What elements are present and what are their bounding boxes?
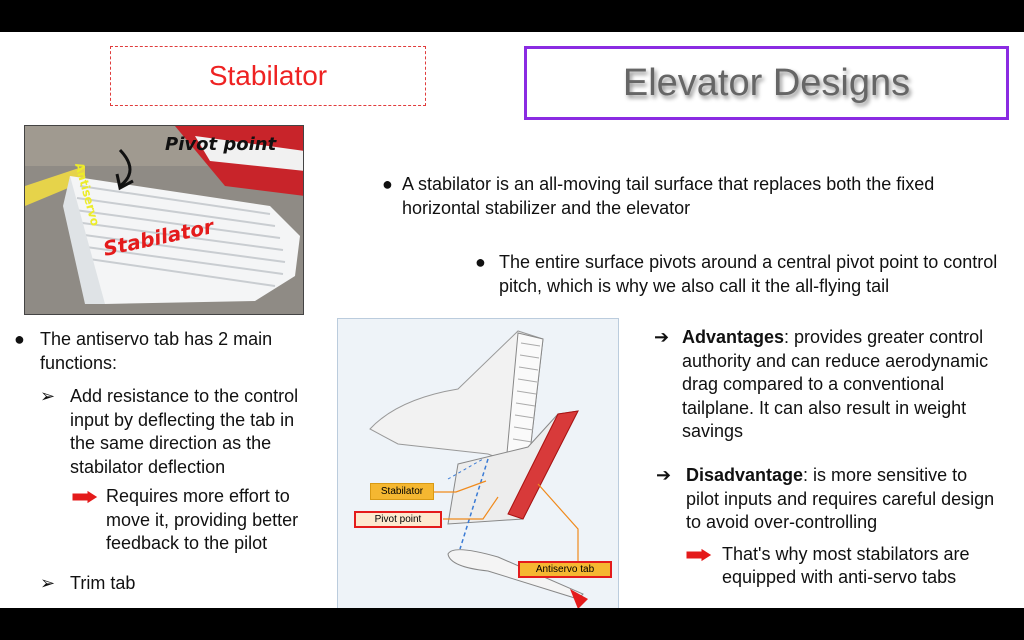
stabilator-photo: Pivot point Antiservo Stabilator <box>24 125 304 315</box>
antiservo-heading: The antiservo tab has 2 main functions: <box>40 329 273 373</box>
bullet-dot-icon: ● <box>382 174 393 194</box>
arrow-right-icon: ➔ <box>654 327 670 347</box>
slide-title: Elevator Designs <box>524 46 1009 120</box>
stabilator-diagram: Stabilator Pivot point Antiservo tab <box>337 318 619 608</box>
stabilator-diagram-art <box>369 330 588 608</box>
arrow-right-icon: ➔ <box>656 465 672 485</box>
diagram-label-pivot: Pivot point <box>354 511 442 528</box>
advantages-text: Advantages: provides greater control aut… <box>682 326 994 444</box>
arrowhead-bullet-icon: ➢ <box>40 572 56 593</box>
intro-bullet-1: ● A stabilator is an all-moving tail sur… <box>382 173 982 220</box>
disadvantage-text: Disadvantage: is more sensitive to pilot… <box>686 464 1004 535</box>
title-text: Elevator Designs <box>622 61 911 104</box>
advantages-title: Advantages <box>682 327 785 347</box>
advantages-block: ➔ Advantages: provides greater control a… <box>654 326 994 444</box>
advantages-body: : provides greater control authority and… <box>682 327 989 441</box>
red-arrow-icon <box>686 543 722 590</box>
antiservo-item-2: Trim tab <box>70 572 136 593</box>
disadvantage-title: Disadvantage <box>686 465 804 485</box>
intro-text-1: A stabilator is an all-moving tail surfa… <box>402 174 935 218</box>
disadvantage-block: ➔ Disadvantage: is more sensitive to pil… <box>654 464 1004 590</box>
intro-bullet-2: ● The entire surface pivots around a cen… <box>475 251 1005 298</box>
diagram-label-stabilator: Stabilator <box>370 483 434 500</box>
subtitle-text: Stabilator <box>208 60 328 91</box>
photo-pivot-label: Pivot point <box>165 134 278 155</box>
arrowhead-bullet-icon: ➢ <box>40 386 56 406</box>
disadvantage-note: That's why most stabilators are equipped… <box>722 543 970 588</box>
antiservo-item-1: Add resistance to the control input by d… <box>70 386 299 477</box>
antiservo-item-1-note: Requires more effort to move it, providi… <box>106 486 299 553</box>
bullet-dot-icon: ● <box>475 252 486 272</box>
slide-subtitle: Stabilator <box>110 46 426 106</box>
antiservo-section: ● The antiservo tab has 2 main functions… <box>14 328 314 595</box>
stabilator-photo-art: Pivot point Antiservo Stabilator <box>25 126 303 314</box>
red-arrow-icon <box>72 485 106 556</box>
intro-text-2: The entire surface pivots around a centr… <box>499 252 998 296</box>
slide: Stabilator Elevator Designs <box>0 32 1024 608</box>
diagram-label-antiservo-tab: Antiservo tab <box>518 561 612 578</box>
bullet-dot-icon: ● <box>14 329 25 349</box>
disadvantage-body: : is more sensitive to pilot inputs and … <box>686 465 995 532</box>
